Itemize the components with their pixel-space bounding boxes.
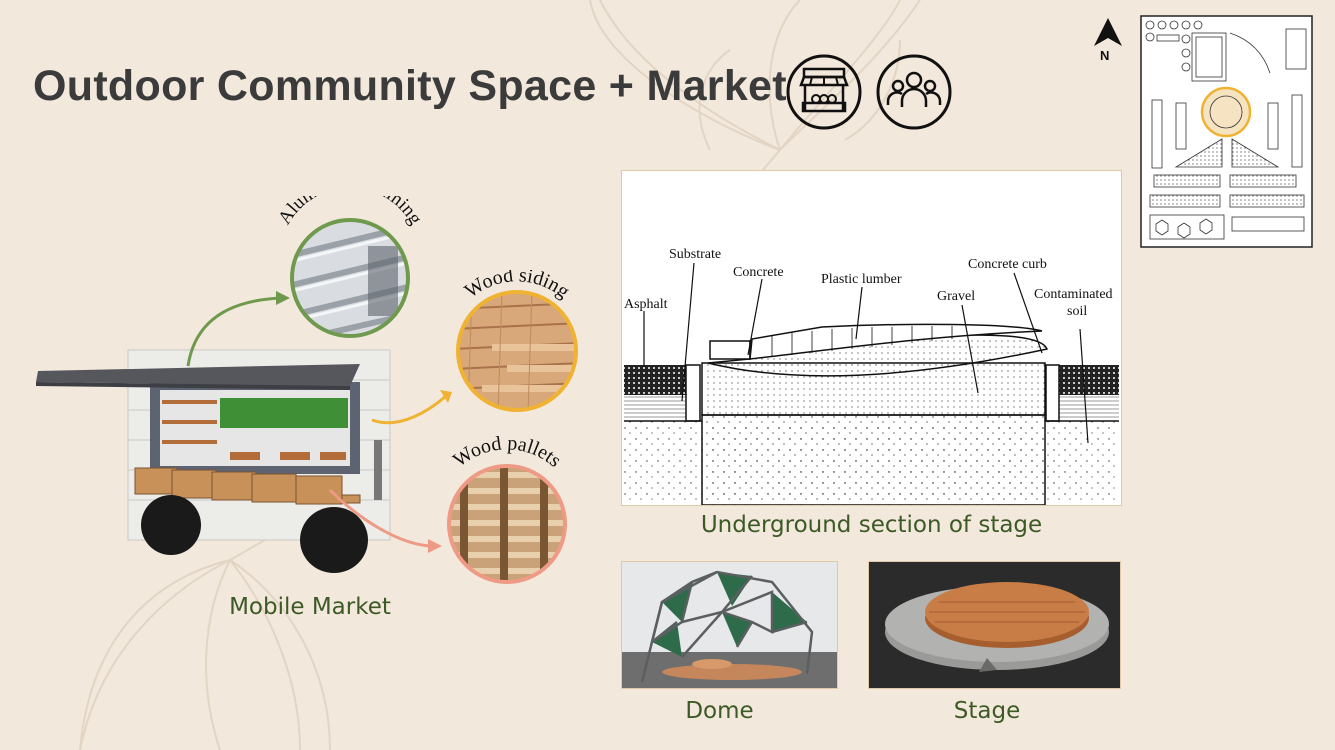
wood-siding-label: Wood siding <box>461 270 574 303</box>
page-title: Outdoor Community Space + Market <box>33 62 787 110</box>
aluminium-framing-photo <box>290 218 410 338</box>
label-concrete-curb: Concrete curb <box>968 257 1047 272</box>
wood-pallets-label: Wood pallets <box>449 436 566 472</box>
wood-siding-label-curve: Wood siding <box>461 270 574 303</box>
market-stall-icon <box>786 54 862 130</box>
stage-render <box>868 561 1121 689</box>
dome-render <box>621 561 838 689</box>
wood-pallets-label-curve: Wood pallets <box>449 436 566 472</box>
people-group-icon <box>876 54 952 130</box>
label-soil: soil <box>1067 304 1088 319</box>
north-label: N <box>1100 48 1110 63</box>
mobile-market-caption: Mobile Market <box>229 594 391 620</box>
label-contaminated: Contaminated <box>1034 287 1113 302</box>
aluminium-framing-label: Aluminium framing <box>274 196 426 229</box>
dome-caption: Dome <box>685 698 754 724</box>
label-asphalt: Asphalt <box>624 297 668 312</box>
wood-siding-photo <box>456 290 578 412</box>
section-caption: Underground section of stage <box>700 512 1043 538</box>
site-plan-map <box>1140 15 1313 248</box>
north-arrow-icon <box>1094 18 1122 46</box>
label-gravel: Gravel <box>937 289 976 304</box>
section-diagram-frame: Substrate Concrete Plastic lumber Concre… <box>621 170 1122 506</box>
svg-text:Aluminium framing: Aluminium framing <box>274 196 426 229</box>
label-concrete: Concrete <box>733 265 784 280</box>
stage-caption: Stage <box>953 698 1021 724</box>
aluminium-framing-label-curve: Aluminium framing <box>274 196 426 229</box>
label-substrate: Substrate <box>669 247 722 262</box>
label-plastic-lumber: Plastic lumber <box>821 272 902 287</box>
wood-pallets-photo <box>447 464 567 584</box>
stage-section-drawing <box>624 262 1119 505</box>
svg-text:Wood pallets: Wood pallets <box>449 436 566 472</box>
svg-text:Wood siding: Wood siding <box>461 270 574 303</box>
mobile-market-cart <box>36 349 391 573</box>
